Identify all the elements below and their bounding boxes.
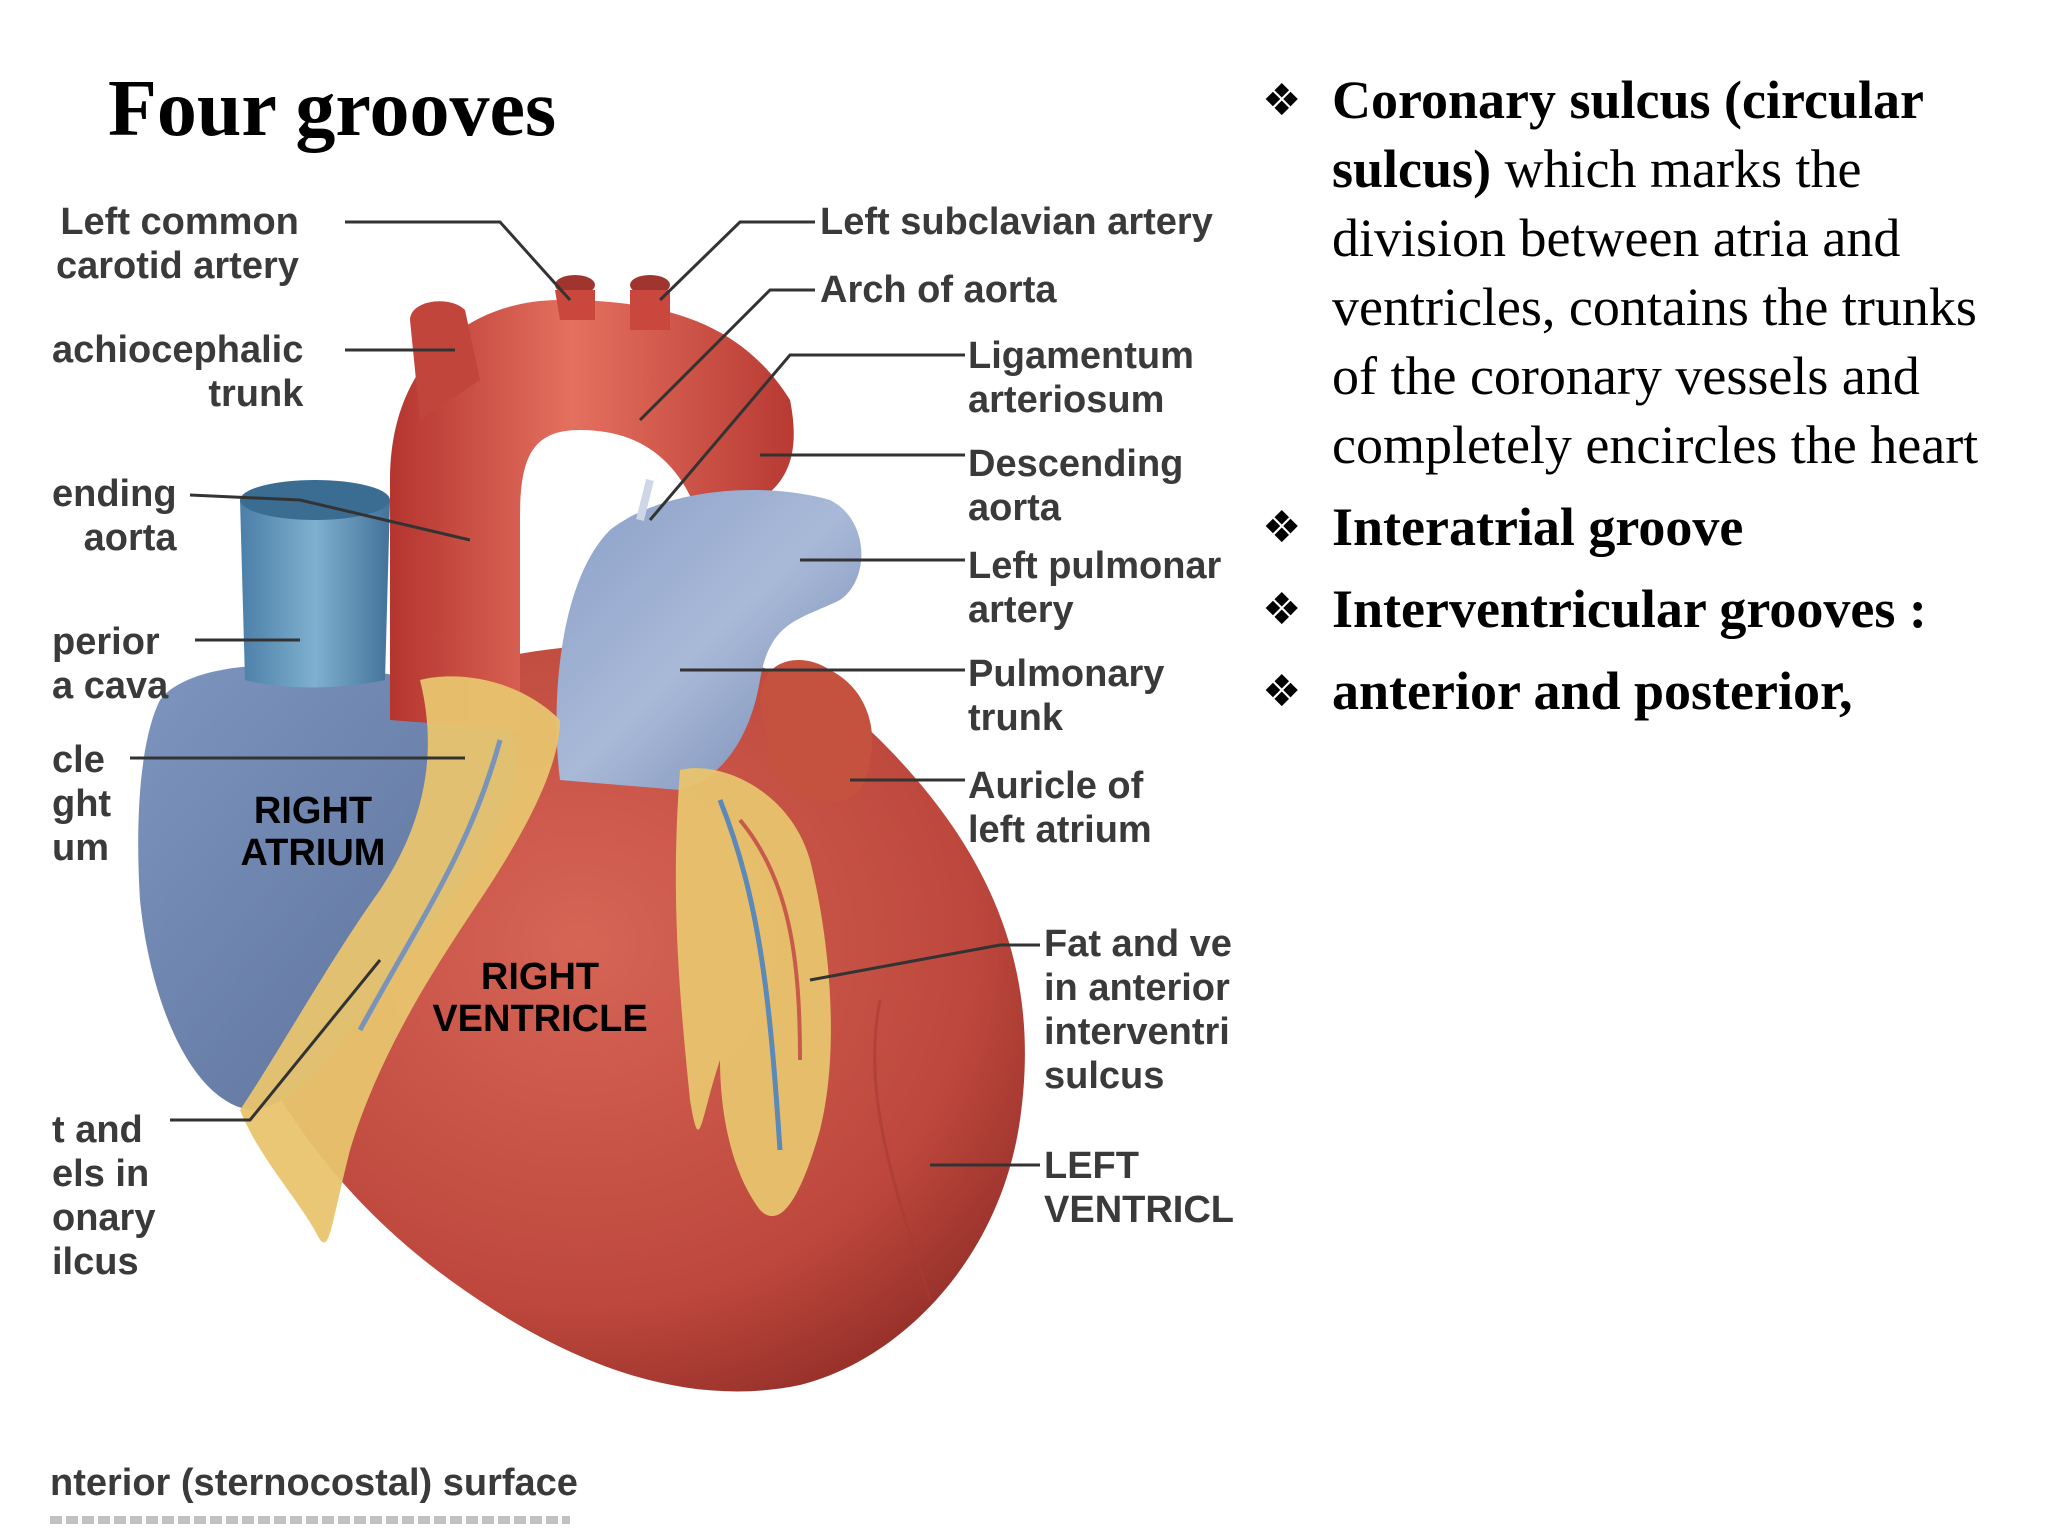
heart-diagram: Left common carotid artery achiocephalic… — [50, 201, 1234, 1524]
slide-title: Four grooves — [108, 65, 557, 153]
label-descending-aorta: Descending aorta — [968, 443, 1184, 529]
label-arch-of-aorta: Arch of aorta — [820, 269, 1057, 311]
brachiocephalic-shape — [410, 301, 480, 420]
leader-lines — [130, 220, 1040, 1167]
label-auricle-right-atrium: cle ght um — [52, 739, 112, 869]
label-pulmonary-trunk: Pulmonary trunk — [968, 653, 1165, 739]
aorta-shape — [390, 300, 794, 730]
bullet-list: ❖ Coronary sulcus (circular sulcus) whic… — [1262, 66, 2032, 739]
bullet-icon: ❖ — [1262, 75, 1302, 126]
label-left-subclavian-artery: Left subclavian artery — [820, 201, 1213, 243]
bullet-item: ❖ anterior and posterior, — [1262, 657, 2032, 726]
chamber-label-right-atrium: RIGHT ATRIUM — [240, 790, 386, 874]
pulmonary-trunk-shape — [556, 490, 862, 790]
label-superior-vena-cava: perior a cava — [52, 621, 169, 707]
label-left-ventricle: LEFT VENTRICL — [1044, 1145, 1234, 1231]
interventricular-fat-shape — [675, 768, 831, 1217]
copyright-line — [50, 1516, 570, 1524]
bullet-icon: ❖ — [1262, 502, 1302, 553]
svc-opening — [240, 480, 390, 520]
label-left-pulmonary-artery: Left pulmonar artery — [968, 545, 1222, 631]
heart-illustration — [130, 220, 1040, 1392]
figure-caption: nterior (sternocostal) surface — [50, 1462, 578, 1504]
left-auricle-shape — [760, 660, 873, 803]
right-atrium-shape — [138, 664, 518, 1110]
label-left-common-carotid: Left common carotid artery — [56, 201, 299, 287]
label-fat-vessels-coronary-sulcus: t and els in onary ilcus — [52, 1109, 156, 1283]
bullet-text: which marks the division between atria a… — [1332, 139, 1979, 475]
bullet-item: ❖ Interatrial groove — [1262, 493, 2032, 562]
bullet-item: ❖ Coronary sulcus (circular sulcus) whic… — [1262, 66, 2032, 480]
bullet-icon: ❖ — [1262, 666, 1302, 717]
bullet-icon: ❖ — [1262, 584, 1302, 635]
label-fat-vessels-interventricular-sulcus: Fat and ve in anterior interventri sulcu… — [1044, 923, 1232, 1097]
label-auricle-left-atrium: Auricle of left atrium — [968, 765, 1152, 851]
superior-vena-cava-shape — [240, 500, 390, 688]
bullet-bold-text: Coronary sulcus (circular sulcus) — [1332, 70, 1923, 199]
bullet-item: ❖ Interventricular grooves : — [1262, 575, 2032, 644]
bullet-bold-text: Interatrial groove — [1332, 497, 1744, 557]
bullet-bold-text: anterior and posterior, — [1332, 661, 1853, 721]
label-ascending-aorta: ending aorta — [52, 473, 177, 559]
bullet-bold-text: Interventricular grooves : — [1332, 579, 1927, 639]
label-ligamentum-arteriosum: Ligamentum arteriosum — [968, 335, 1194, 421]
chamber-label-right-ventricle: RIGHT VENTRICLE — [432, 956, 648, 1040]
label-brachiocephalic-trunk: achiocephalic trunk — [52, 329, 304, 415]
